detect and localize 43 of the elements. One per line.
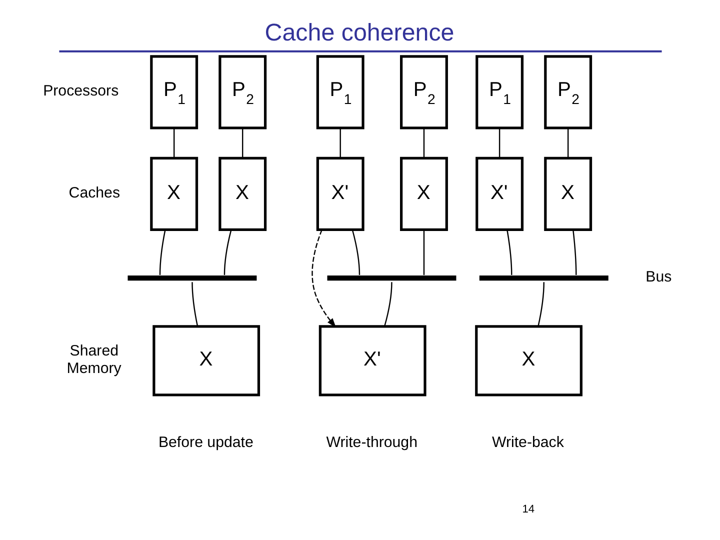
- node-box: X: [400, 156, 448, 231]
- connector: [566, 128, 568, 158]
- label: Write-back: [492, 434, 564, 451]
- connector: [506, 230, 512, 276]
- node-box: X': [316, 156, 364, 231]
- node-box: X: [544, 156, 592, 231]
- connector: [384, 282, 392, 326]
- node-box: X': [318, 325, 426, 396]
- connector: [191, 282, 198, 326]
- label: 14: [522, 504, 534, 516]
- label: Write-through: [326, 434, 418, 451]
- connector: [422, 230, 424, 276]
- node-box: X: [474, 325, 582, 396]
- connector: [422, 128, 424, 158]
- label: Shared Memory: [66, 342, 121, 377]
- arrow: [311, 230, 336, 328]
- label: Processors: [42, 82, 118, 100]
- node-box: X': [475, 156, 524, 231]
- connector: [351, 230, 360, 276]
- connector: [223, 230, 232, 276]
- node-box: P$_{2}$: [400, 55, 448, 130]
- connector: [537, 282, 544, 326]
- node-box: P$_{1}$: [316, 55, 364, 130]
- node-box: P$_{1}$: [150, 55, 198, 130]
- node-box: X: [152, 325, 260, 396]
- node-box: X: [150, 156, 198, 231]
- diagram-title: Cache coherence: [264, 19, 454, 46]
- node-box: X: [218, 156, 266, 231]
- label: Bus: [645, 268, 672, 286]
- node-box: P$_{2}$: [218, 55, 266, 130]
- node-bar: [127, 276, 256, 281]
- connector: [242, 128, 243, 158]
- connector: [498, 128, 500, 158]
- connector: [572, 230, 576, 276]
- label: Caches: [68, 184, 120, 202]
- node-bar: [326, 276, 456, 281]
- connector: [339, 128, 340, 158]
- node-bar: [478, 276, 608, 281]
- connector: [172, 128, 174, 158]
- connector: [158, 230, 166, 276]
- node-box: P$_{1}$: [475, 55, 524, 130]
- node-box: P$_{2}$: [544, 55, 592, 130]
- label: Before update: [158, 434, 253, 451]
